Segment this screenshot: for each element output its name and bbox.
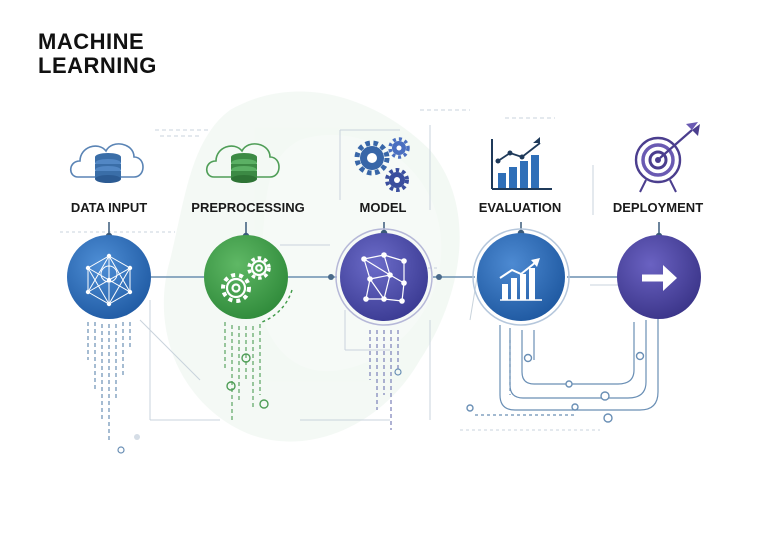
stage-data-input [67, 143, 151, 454]
stage-preprocessing [204, 143, 293, 420]
target-icon [634, 122, 700, 193]
node-network-icon [361, 252, 407, 304]
stage-label-evaluation: EVALUATION [478, 200, 562, 215]
data-stream-lines [224, 322, 261, 420]
stage-label-preprocessing: PREPROCESSING [191, 200, 305, 215]
stage-label-data-input: DATA INPUT [70, 200, 148, 215]
title-line-2: LEARNING [38, 53, 157, 78]
cloud-database-icon [69, 143, 144, 183]
connector-dots [328, 274, 442, 280]
data-stream-lines [369, 330, 399, 430]
stage-deployment [617, 122, 701, 319]
stage-evaluation [466, 137, 659, 423]
cloud-database-icon [205, 143, 280, 183]
bar-chart-icon [499, 258, 542, 301]
gears-icon [221, 256, 271, 303]
data-stream-lines [475, 318, 659, 416]
gears-icon [354, 137, 410, 192]
stage-label-deployment: DEPLOYMENT [612, 200, 704, 215]
neural-network-icon [85, 253, 133, 307]
page-title: MACHINE LEARNING [38, 30, 157, 78]
preprocessing-circle [204, 235, 288, 319]
data-stream-lines [87, 322, 131, 440]
model-circle [340, 233, 428, 321]
stage-model [335, 137, 433, 430]
stage-label-model: MODEL [359, 200, 407, 215]
arrow-right-icon [642, 265, 677, 291]
bar-chart-icon [491, 137, 552, 190]
title-line-1: MACHINE [38, 29, 145, 54]
